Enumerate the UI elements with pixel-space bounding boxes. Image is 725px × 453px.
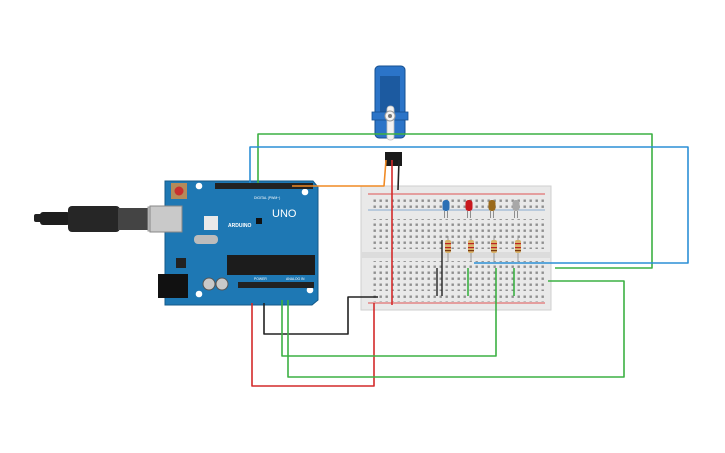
wire-blue-top — [249, 146, 689, 264]
digital-pins-label: DIGITAL (PWM~) — [254, 196, 280, 200]
arduino-uno-board: ARDUINO UNO DIGITAL (PWM~) POWER ANALOG … — [149, 180, 319, 306]
led-3 — [488, 200, 496, 218]
power-pins-label: POWER — [254, 277, 267, 281]
wire-green-top — [257, 133, 653, 269]
wire-green-b — [287, 280, 625, 378]
wire-black-gnd — [263, 296, 378, 335]
leds — [442, 200, 520, 218]
board-brand-label: ARDUINO — [228, 223, 251, 229]
servo-motor — [371, 65, 409, 166]
resistors — [445, 236, 521, 262]
breadboard-jumpers — [436, 240, 443, 296]
resistor-1 — [445, 236, 451, 262]
resistor-2 — [468, 236, 474, 262]
wire-red-5v — [251, 303, 375, 387]
led-2 — [465, 200, 473, 218]
resistor-3 — [491, 236, 497, 262]
led-1 — [442, 200, 450, 218]
wire-green-a — [281, 268, 497, 357]
led-4 — [512, 200, 520, 218]
resistor-4 — [515, 236, 521, 262]
wire-black-servo-ground — [397, 159, 400, 191]
breadboard — [360, 185, 552, 311]
analog-pins-label: ANALOG IN — [286, 277, 305, 281]
wire-orange-signal — [292, 159, 387, 187]
board-model-label: UNO — [272, 208, 297, 220]
wires — [249, 133, 689, 387]
